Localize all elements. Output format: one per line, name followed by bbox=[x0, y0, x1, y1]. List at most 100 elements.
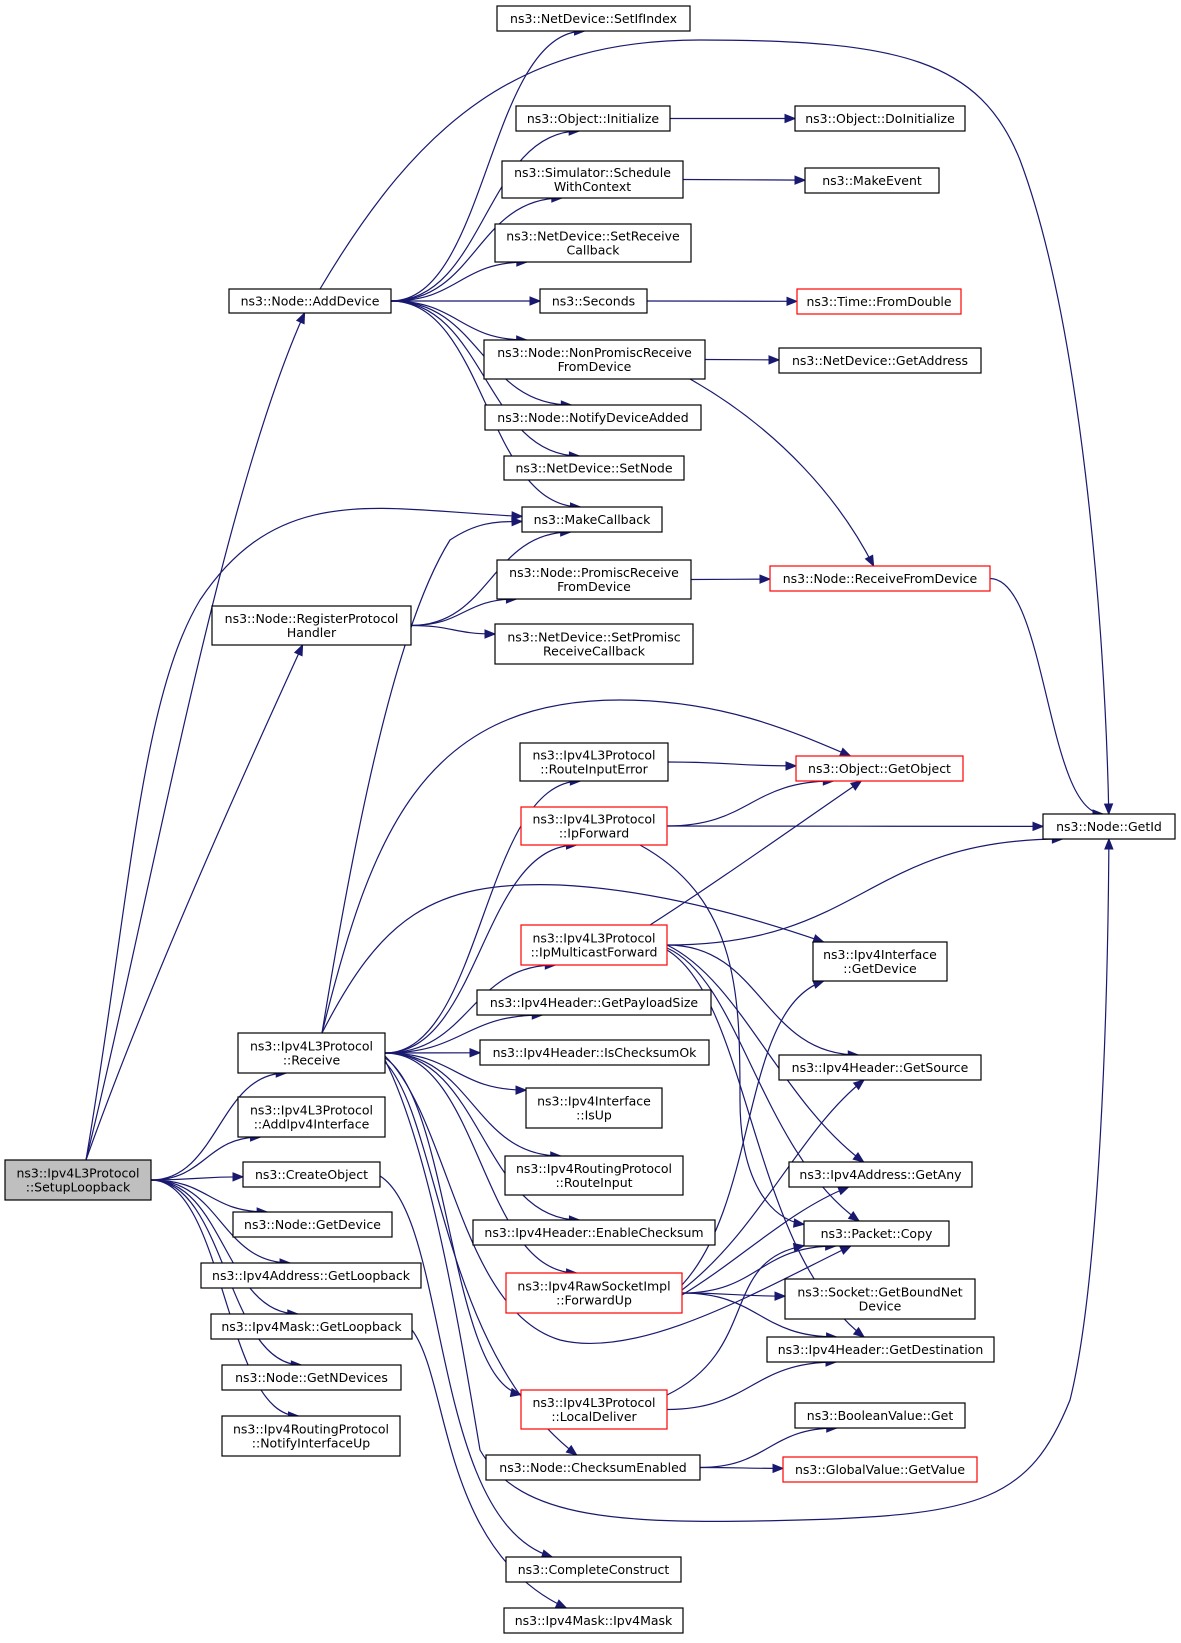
node-notifyinterfaceup[interactable]: ns3::Ipv4RoutingProtocol::NotifyInterfac… bbox=[221, 1415, 401, 1457]
edge-nonpromisc-to-receivefromdevice bbox=[689, 378, 875, 567]
edge-forwardup-to-getsource bbox=[681, 1079, 865, 1291]
node-label: ns3::Node::AddDevice bbox=[241, 294, 380, 309]
node-setnode[interactable]: ns3::NetDevice::SetNode bbox=[503, 455, 685, 481]
node-getid[interactable]: ns3::Node::GetId bbox=[1042, 813, 1176, 840]
node-packetcopy[interactable]: ns3::Packet::Copy bbox=[803, 1220, 950, 1247]
node-label: ::RouteInput bbox=[555, 1175, 632, 1190]
node-label: Handler bbox=[287, 625, 337, 640]
node-completeconstruct[interactable]: ns3::CompleteConstruct bbox=[505, 1556, 682, 1583]
node-seconds[interactable]: ns3::Seconds bbox=[539, 288, 648, 314]
node-fromdouble[interactable]: ns3::Time::FromDouble bbox=[796, 288, 962, 315]
node-addrgetloopback[interactable]: ns3::Ipv4Address::GetLoopback bbox=[200, 1262, 422, 1289]
node-label: ns3::NetDevice::SetPromisc bbox=[507, 630, 680, 645]
node-checksumenabled[interactable]: ns3::Node::ChecksumEnabled bbox=[485, 1454, 701, 1481]
node-label: ns3::Object::DoInitialize bbox=[805, 111, 955, 126]
node-maskgetloopback[interactable]: ns3::Ipv4Mask::GetLoopback bbox=[210, 1313, 413, 1340]
node-label: ns3::Object::Initialize bbox=[527, 111, 660, 126]
node-label: ::LocalDeliver bbox=[551, 1409, 637, 1424]
node-box bbox=[494, 223, 692, 263]
node-label: ns3::Ipv4L3Protocol bbox=[532, 931, 655, 946]
node-getndevices[interactable]: ns3::Node::GetNDevices bbox=[221, 1364, 402, 1391]
node-box bbox=[476, 989, 712, 1016]
node-receive[interactable]: ns3::Ipv4L3Protocol::Receive bbox=[237, 1032, 386, 1074]
node-setpromisc[interactable]: ns3::NetDevice::SetPromiscReceiveCallbac… bbox=[494, 623, 694, 665]
node-notifydeviceadded[interactable]: ns3::Node::NotifyDeviceAdded bbox=[484, 404, 702, 431]
node-getobject[interactable]: ns3::Object::GetObject bbox=[795, 755, 964, 782]
node-label: FromDevice bbox=[557, 579, 631, 594]
edge-setuploopback-to-addipv4interface bbox=[150, 1136, 261, 1181]
node-setuploopback[interactable]: ns3::Ipv4L3Protocol::SetupLoopback bbox=[4, 1159, 152, 1201]
edge-ipmulticastforward-to-getany-arrowhead bbox=[852, 1151, 865, 1163]
node-label: ns3::Ipv4L3Protocol bbox=[532, 1395, 655, 1410]
node-label: ::IpMulticastForward bbox=[531, 945, 658, 960]
node-addipv4interface[interactable]: ns3::Ipv4L3Protocol::AddIpv4Interface bbox=[237, 1096, 386, 1138]
node-label: ns3::Node::GetId bbox=[1056, 819, 1162, 834]
node-label: ns3::NetDevice::SetIfIndex bbox=[510, 11, 677, 26]
node-label: ns3::Node::ReceiveFromDevice bbox=[783, 571, 978, 586]
edge-setuploopback-to-adddevice-arrowhead bbox=[295, 311, 306, 325]
node-label: ns3::Node::ChecksumEnabled bbox=[499, 1460, 686, 1475]
node-label: ::RouteInputError bbox=[540, 762, 648, 777]
node-initialize[interactable]: ns3::Object::Initialize bbox=[515, 105, 671, 132]
edge-receive-to-isup bbox=[384, 1052, 527, 1091]
node-getaddress[interactable]: ns3::NetDevice::GetAddress bbox=[778, 347, 982, 374]
node-box bbox=[485, 1454, 701, 1481]
node-label: ns3::Ipv4L3Protocol bbox=[532, 812, 655, 827]
edge-receive-to-packetcopy-arrowhead bbox=[839, 1245, 852, 1255]
node-box bbox=[496, 559, 692, 600]
node-makecallback[interactable]: ns3::MakeCallback bbox=[521, 506, 663, 533]
node-enablechecksum[interactable]: ns3::Ipv4Header::EnableChecksum bbox=[472, 1219, 716, 1246]
node-globalgetvalue[interactable]: ns3::GlobalValue::GetValue bbox=[782, 1456, 978, 1483]
node-box bbox=[483, 339, 706, 380]
node-ifgetdevice[interactable]: ns3::Ipv4Interface::GetDevice bbox=[812, 941, 948, 982]
node-ipforward[interactable]: ns3::Ipv4L3Protocol::IpForward bbox=[520, 806, 668, 846]
node-routeinputerror[interactable]: ns3::Ipv4L3Protocol::RouteInputError bbox=[519, 742, 669, 782]
node-setifindex[interactable]: ns3::NetDevice::SetIfIndex bbox=[496, 5, 691, 32]
node-ipmulticastforward[interactable]: ns3::Ipv4L3Protocol::IpMulticastForward bbox=[520, 924, 668, 966]
node-label: ns3::MakeEvent bbox=[822, 173, 922, 188]
node-forwardup[interactable]: ns3::Ipv4RawSocketImpl::ForwardUp bbox=[505, 1272, 683, 1314]
node-label: Device bbox=[859, 1299, 902, 1314]
edge-receive-to-getobject-arrowhead bbox=[838, 747, 852, 757]
edge-adddevice-to-setifindex bbox=[390, 30, 585, 302]
node-label: ns3::Ipv4Header::GetDestination bbox=[778, 1342, 984, 1357]
node-createobject[interactable]: ns3::CreateObject bbox=[242, 1161, 381, 1188]
edge-forwardup-to-getany-arrowhead bbox=[837, 1186, 850, 1196]
edge-ipforward-to-packetcopy bbox=[639, 844, 805, 1225]
node-nodegetdevice[interactable]: ns3::Node::GetDevice bbox=[232, 1211, 393, 1238]
edge-forwardup-to-ifgetdevice-arrowhead bbox=[812, 979, 825, 989]
node-routeinput[interactable]: ns3::Ipv4RoutingProtocol::RouteInput bbox=[504, 1155, 684, 1196]
node-box bbox=[769, 565, 991, 592]
node-box bbox=[505, 1556, 682, 1583]
node-box bbox=[803, 1220, 950, 1247]
node-box bbox=[232, 1211, 393, 1238]
node-getpayloadsize[interactable]: ns3::Ipv4Header::GetPayloadSize bbox=[476, 989, 712, 1016]
node-receivefromdevice[interactable]: ns3::Node::ReceiveFromDevice bbox=[769, 565, 991, 592]
node-booleanget[interactable]: ns3::BooleanValue::Get bbox=[794, 1402, 966, 1429]
node-label: ns3::CreateObject bbox=[255, 1167, 368, 1182]
node-localdeliver[interactable]: ns3::Ipv4L3Protocol::LocalDeliver bbox=[520, 1389, 668, 1430]
node-getsource[interactable]: ns3::Ipv4Header::GetSource bbox=[778, 1054, 982, 1081]
node-label: Callback bbox=[566, 243, 620, 258]
node-label: ns3::MakeCallback bbox=[534, 512, 652, 527]
node-makeevent[interactable]: ns3::MakeEvent bbox=[804, 167, 940, 194]
node-label: ns3::Ipv4Interface bbox=[823, 947, 937, 962]
edge-forwardup-to-packetcopy bbox=[681, 1245, 836, 1294]
node-doinitialize[interactable]: ns3::Object::DoInitialize bbox=[794, 105, 966, 132]
node-isup[interactable]: ns3::Ipv4Interface::IsUp bbox=[525, 1087, 663, 1129]
node-getdestination[interactable]: ns3::Ipv4Header::GetDestination bbox=[766, 1336, 995, 1363]
node-label: FromDevice bbox=[558, 359, 632, 374]
node-ipv4mask[interactable]: ns3::Ipv4Mask::Ipv4Mask bbox=[503, 1607, 684, 1634]
node-adddevice[interactable]: ns3::Node::AddDevice bbox=[228, 288, 392, 314]
edge-adddevice-to-makecallback bbox=[390, 300, 581, 508]
node-getany[interactable]: ns3::Ipv4Address::GetAny bbox=[788, 1161, 973, 1188]
edge-ipmulticastforward-to-getdestination-arrowhead bbox=[852, 1326, 866, 1338]
edge-setuploopback-to-receive bbox=[150, 1072, 287, 1181]
node-ischecksumok[interactable]: ns3::Ipv4Header::IsChecksumOk bbox=[479, 1039, 710, 1066]
